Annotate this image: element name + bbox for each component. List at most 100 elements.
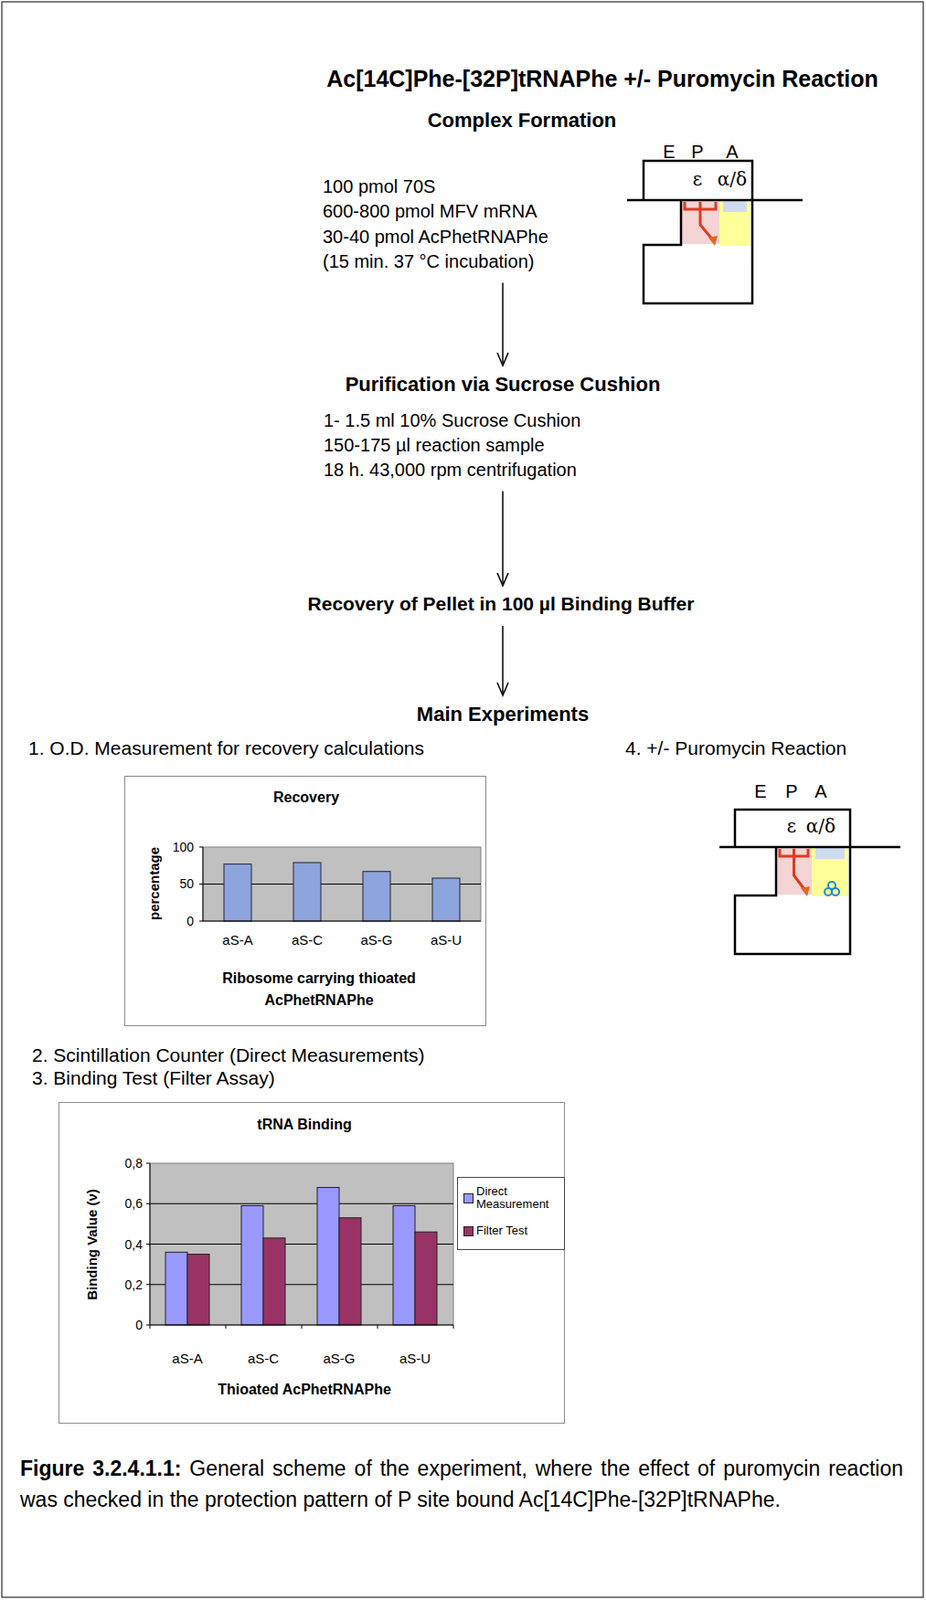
- axis-title: percentage: [146, 847, 162, 921]
- trna-tip: [708, 235, 718, 246]
- experiment-label: 3. Binding Test (Filter Assay): [31, 1067, 276, 1090]
- site-label: ε: [692, 168, 703, 191]
- tick: [146, 1163, 150, 1165]
- plot-area: [149, 1163, 454, 1326]
- bar: [362, 872, 391, 922]
- tick-label: 0,4: [125, 1237, 143, 1253]
- bar: [393, 1205, 416, 1326]
- ribosome-box: EPAε α/δ: [621, 135, 809, 311]
- arrow-shaft: [501, 283, 504, 367]
- bar: [415, 1232, 437, 1326]
- bar: [241, 1205, 264, 1326]
- ribosome-graphic: [621, 135, 809, 311]
- bar: [165, 1252, 188, 1326]
- tick: [377, 1325, 379, 1330]
- site-label: A: [814, 781, 827, 803]
- a-site: [719, 201, 751, 246]
- tick: [225, 1325, 227, 1330]
- tick: [199, 883, 203, 885]
- arrow-head: [497, 352, 509, 366]
- tick: [199, 921, 203, 923]
- mrna-line: [627, 199, 803, 203]
- axis-title: Binding Value (ν): [84, 1189, 100, 1301]
- tick: [199, 847, 203, 849]
- step-heading: Purification via Sucrose Cushion: [345, 372, 661, 397]
- axis-title: Ribosome carrying thioated AcPhetRNAPhe: [199, 968, 439, 1012]
- puromycin-symbol: [828, 882, 836, 890]
- trna-symbol: [684, 202, 716, 242]
- step-line: 600-800 pmol MFV mRNA: [322, 201, 538, 223]
- bar: [187, 1255, 210, 1326]
- chart-graphic: [124, 776, 487, 1027]
- chart-graphic: [58, 1102, 565, 1425]
- tick: [146, 1325, 150, 1327]
- ribosome-graphic: [713, 775, 913, 962]
- arrow-shaft: [501, 491, 504, 587]
- step-block: Purification via Sucrose Cushion1- 1.5 m…: [301, 365, 704, 485]
- step-block: Recovery of Pellet in 100 µl Binding Buf…: [228, 585, 777, 626]
- tick-label: 0: [186, 914, 194, 929]
- arrow-head: [497, 573, 509, 586]
- step-heading: Recovery of Pellet in 100 µl Binding Buf…: [308, 593, 695, 616]
- flow-arrow: [497, 626, 509, 696]
- tick-label: 0,6: [125, 1196, 143, 1212]
- tick: [453, 1325, 455, 1330]
- tick-label: aS-A: [222, 932, 253, 948]
- chart-title: Recovery: [273, 789, 340, 807]
- tick: [146, 1203, 150, 1205]
- a-site-top: [723, 201, 747, 213]
- step-heading: Complex Formation: [427, 108, 618, 133]
- site-label: P: [691, 141, 703, 163]
- experiment-label: 1. O.D. Measurement for recovery calcula…: [28, 737, 425, 760]
- step-line: 150-175 µl reaction sample: [323, 435, 545, 457]
- step-line: 30-40 pmol AcPhetRNAPhe: [322, 226, 549, 248]
- site-label: P: [785, 781, 798, 803]
- trna-symbol: [779, 849, 809, 893]
- legend-text: Filter Test: [476, 1224, 561, 1238]
- step-line: 100 pmol 70S: [322, 176, 436, 198]
- tick-label: 100: [172, 840, 194, 855]
- plot-area: [202, 847, 481, 922]
- gridline: [149, 1203, 454, 1205]
- site-label: α/δ: [717, 168, 747, 191]
- chart-title: tRNA Binding: [256, 1117, 352, 1134]
- step-block: Complex Formation 100 pmol 70S 600-800 pmo…: [301, 100, 686, 279]
- tick-label: aS-C: [291, 932, 323, 948]
- step-heading: Main Experiments: [416, 702, 589, 727]
- step-block: Main Experiments: [365, 696, 640, 734]
- figure-caption: Figure 3.2.4.1.1: General scheme of the …: [20, 1453, 904, 1516]
- site-label: α/δ: [806, 815, 836, 838]
- bar: [339, 1218, 362, 1326]
- legend-swatch: [463, 1226, 474, 1237]
- bar: [432, 878, 460, 922]
- legend-box: Direct MeasurementFilter Test: [457, 1177, 565, 1251]
- bar: [293, 862, 321, 922]
- tick-label: 0,8: [125, 1156, 143, 1171]
- bar: [317, 1188, 340, 1326]
- ribosome-outline: [734, 809, 851, 955]
- mrna-line: [719, 846, 901, 850]
- tick-label: 0,2: [125, 1277, 143, 1293]
- bar: [223, 864, 252, 922]
- tick-label: aS-U: [399, 1351, 431, 1367]
- ribosome-box: EPAεα/δ: [713, 775, 913, 962]
- ribosome-outline: [643, 160, 753, 304]
- experiment-label: 2. Scintillation Counter (Direct Measure…: [31, 1044, 426, 1067]
- tick: [149, 1325, 151, 1330]
- legend-text: Direct Measurement: [476, 1185, 561, 1213]
- tick-label: 50: [179, 876, 194, 892]
- site-label: ε: [787, 815, 797, 838]
- site-label: A: [725, 141, 738, 163]
- axis: [202, 921, 481, 923]
- site-label: E: [662, 141, 675, 163]
- axis-title: Thioated AcPhetRNAPhe: [217, 1382, 392, 1399]
- legend-swatch: [463, 1193, 474, 1204]
- trna-tip: [800, 886, 810, 897]
- tick: [301, 1325, 303, 1330]
- tick: [146, 1284, 150, 1286]
- tick-label: 0: [135, 1318, 143, 1333]
- step-line: 18 h. 43,000 rpm centrifugation: [323, 459, 577, 481]
- tick: [146, 1244, 150, 1246]
- figure-title: Ac[14C]Phe-[32P]tRNAPhe +/- Puromycin Re…: [326, 65, 879, 93]
- tick-label: aS-C: [247, 1351, 279, 1367]
